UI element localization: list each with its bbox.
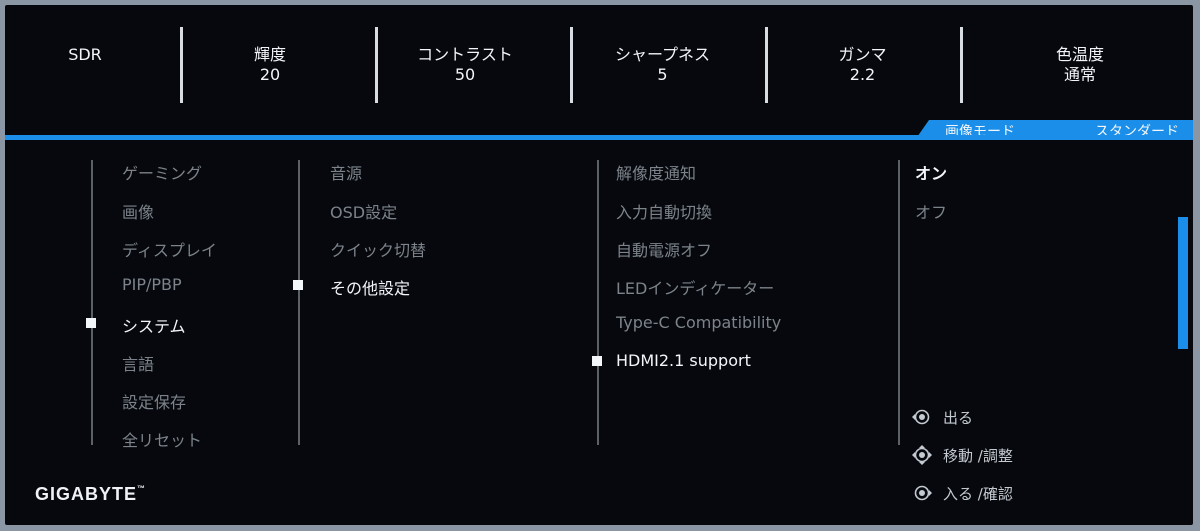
- status-value: 50: [454, 65, 476, 84]
- status-brightness: 輝度 20: [220, 45, 320, 85]
- menu-item-other-settings[interactable]: その他設定: [330, 279, 411, 298]
- status-value: 2.2: [849, 65, 876, 84]
- menu-item-typec-compat[interactable]: Type-C Compatibility: [616, 313, 782, 332]
- status-sharpness: シャープネス 5: [600, 45, 725, 85]
- status-label: ガンマ: [838, 45, 887, 64]
- status-divider: [375, 27, 378, 103]
- status-value: 通常: [1063, 65, 1096, 84]
- column-divider: [298, 160, 300, 445]
- menu-item-system[interactable]: システム: [122, 317, 186, 336]
- status-color-temp: 色温度 通常: [1025, 45, 1135, 85]
- status-value: 5: [657, 65, 668, 84]
- status-label: シャープネス: [614, 45, 711, 64]
- status-divider: [570, 27, 573, 103]
- hint-exit: 出る: [911, 406, 1031, 430]
- menu-item-picture[interactable]: 画像: [122, 203, 155, 222]
- status-label: コントラスト: [417, 45, 513, 64]
- menu-item-gaming[interactable]: ゲーミング: [122, 164, 203, 183]
- menu-item-display[interactable]: ディスプレイ: [122, 241, 217, 260]
- status-gamma: ガンマ 2.2: [810, 45, 915, 85]
- status-divider: [180, 27, 183, 103]
- osd-menu: SDR 輝度 20 コントラスト 50 シャープネス 5 ガンマ 2.2 色温度…: [5, 5, 1193, 525]
- menu-item-led-indicator[interactable]: LEDインディケーター: [616, 279, 775, 298]
- status-contrast: コントラスト 50: [405, 45, 525, 85]
- hint-text: 入る /確認: [943, 485, 1013, 503]
- column-divider: [898, 160, 900, 445]
- menu-item-osd-settings[interactable]: OSD設定: [330, 203, 398, 222]
- menu-item-pip-pbp[interactable]: PIP/PBP: [122, 275, 182, 294]
- menu-item-audio[interactable]: 音源: [330, 164, 363, 183]
- menu-item-save-settings[interactable]: 設定保存: [122, 393, 187, 412]
- selection-marker: [293, 280, 303, 290]
- joystick-enter-icon: [914, 485, 932, 501]
- brand-name: GIGABYTE: [35, 484, 138, 504]
- hint-text: 出る: [943, 409, 974, 427]
- hint-text: 移動 /調整: [943, 447, 1013, 465]
- joystick-exit-icon: [912, 409, 930, 425]
- hint-enter-confirm: 入る /確認: [911, 482, 1051, 506]
- option-on[interactable]: オン: [915, 164, 948, 183]
- status-bar: SDR 輝度 20 コントラスト 50 シャープネス 5 ガンマ 2.2 色温度…: [5, 5, 1193, 135]
- column-divider: [597, 160, 599, 445]
- column-divider: [91, 160, 93, 445]
- status-value: 20: [259, 65, 281, 84]
- menu-item-language[interactable]: 言語: [122, 355, 155, 374]
- selection-marker: [86, 318, 96, 328]
- joystick-move-icon: [912, 445, 932, 465]
- status-divider: [765, 27, 768, 103]
- hint-move-adjust: 移動 /調整: [911, 444, 1051, 468]
- accent-bar: [5, 135, 1193, 140]
- menu-item-quick-switch[interactable]: クイック切替: [330, 241, 427, 260]
- status-label: SDR: [68, 45, 102, 64]
- status-divider: [960, 27, 963, 103]
- menu-item-reset-all[interactable]: 全リセット: [122, 431, 203, 450]
- menu-item-hdmi21-support[interactable]: HDMI2.1 support: [616, 351, 751, 370]
- menu-item-auto-power-off[interactable]: 自動電源オフ: [616, 241, 713, 260]
- status-hdr-mode: SDR: [45, 45, 125, 65]
- menu-item-resolution-notice[interactable]: 解像度通知: [616, 164, 697, 183]
- scrollbar[interactable]: [1178, 217, 1188, 349]
- status-label: 色温度: [1055, 45, 1104, 64]
- selection-marker: [592, 356, 602, 366]
- status-label: 輝度: [253, 45, 286, 64]
- brand-logo: GIGABYTE™: [35, 484, 147, 504]
- option-off[interactable]: オフ: [915, 203, 948, 222]
- menu-item-input-auto-switch[interactable]: 入力自動切換: [616, 203, 713, 222]
